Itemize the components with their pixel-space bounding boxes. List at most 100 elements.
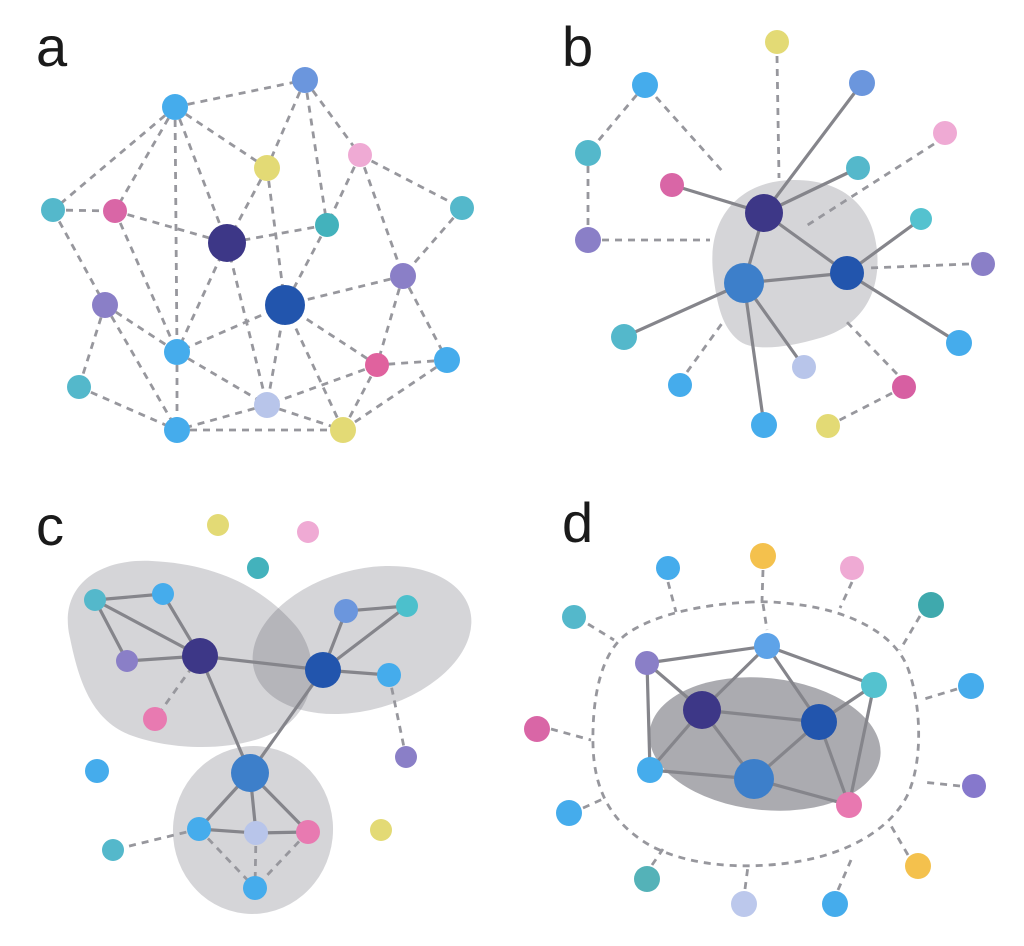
panel-label-c: c [36,494,64,557]
panel-a: a [36,15,474,443]
edge-dashed [176,350,268,407]
node-d-purple-i [635,651,659,675]
node-d-royal-hub [734,759,774,799]
node-b-blue-bottom-left [668,373,692,397]
edge-dashed [175,242,229,353]
node-d-pink-tr [840,556,864,580]
edge-solid [93,592,165,602]
edge-solid [847,683,876,807]
edge-dashed-stub [654,96,725,173]
edge-solid [93,598,129,663]
edge-dashed-stub [888,823,910,856]
edge-dashed [51,209,107,306]
edge-dashed [174,78,306,109]
edge-dashed [266,363,378,407]
node-d-darkblue-hub [801,704,837,740]
node-c-teal-top [247,557,269,579]
edge-solid [622,281,746,339]
node-b-magenta-left [660,173,684,197]
edge-dashed [52,208,116,213]
edge-solid [700,708,821,724]
node-b-lavender [792,355,816,379]
node-a-yellow [254,155,280,181]
panel-c: c [36,494,472,914]
edge-dashed [387,674,408,758]
edge-solid [93,598,202,658]
node-a-navy-hub [208,224,246,262]
edge-dashed [265,79,307,169]
node-b-darkblue-hub [830,256,864,290]
node-a-teal-left [41,198,65,222]
node-d-pink-i [836,792,862,818]
node-c-teal-b [396,595,418,617]
node-b-blue-top-left [632,72,658,98]
node-d-orange-t [750,543,776,569]
node-c-teal-bl [102,839,124,861]
edge-dashed-stub [760,569,765,602]
edge-dashed [265,167,287,306]
node-d-blue-r [958,673,984,699]
node-d-blue-tl [656,556,680,580]
edge-dashed [303,79,362,156]
node-c-blue-l [85,759,109,783]
node-c-blue-d [243,876,267,900]
node-a-sky-right [434,347,460,373]
edge-dashed [401,207,464,277]
node-c-yellow-r [370,819,392,841]
edge-solid [198,654,252,775]
edge-dashed-stub [836,859,853,891]
node-a-cornflower-top [292,67,318,93]
node-c-navy-hub [182,638,218,674]
edge-dashed-stub [587,622,615,642]
edge-dashed [78,385,178,432]
node-d-teal-l [562,605,586,629]
panel-b: b [562,15,995,438]
node-d-navy-hub [683,691,721,729]
edge-dashed-stub [920,687,958,702]
node-b-purple-right [971,252,995,276]
edge-dashed [827,385,905,428]
node-d-teal-bl [634,866,660,892]
node-d-purple-r [962,774,986,798]
node-a-magenta-right [365,353,389,377]
node-a-sky-bottom [164,417,190,443]
edge-dashed [103,304,179,431]
edge-solid [742,281,766,427]
edge-dashed-stub [867,262,970,270]
node-b-blue-bottom [751,412,777,438]
edge-dashed-stub [550,727,592,742]
node-b-teal-mid-right [846,156,870,180]
node-c-royal-hub [231,754,269,792]
edge-dashed [375,275,405,366]
edge-dashed [303,79,329,226]
edge-solid [645,644,769,665]
node-c-darkblue-hub [305,652,341,688]
node-c-teal-a [84,589,106,611]
edge-dashed [283,224,329,306]
edge-dashed-stub [650,848,665,866]
edge-dashed-stub [838,581,854,609]
node-c-cornflower-b [334,599,358,623]
node-a-sky-top [162,94,188,120]
node-c-purple-r [395,746,417,768]
edge-dashed [176,403,268,432]
node-b-blue-bottom-right [946,330,972,356]
panel-label-b: b [562,15,593,78]
node-d-teal-i [861,672,887,698]
node-b-magenta-bottom-right [892,375,916,399]
node-a-magenta-left [103,199,127,223]
node-c-pink-c [296,820,320,844]
node-a-pink-light [348,143,372,167]
node-c-yellow-top [207,514,229,536]
edge-dashed-stub [685,321,725,373]
node-c-lavender-c [244,821,268,845]
panel-d: d [524,491,986,917]
node-d-orange-br [905,853,931,879]
node-a-lavender [254,392,280,418]
node-a-teal-right [450,196,474,220]
edge-dashed-stub [898,615,922,651]
node-b-royal-hub [724,263,764,303]
edge-solid [645,661,652,772]
node-d-blue-br [822,891,848,917]
